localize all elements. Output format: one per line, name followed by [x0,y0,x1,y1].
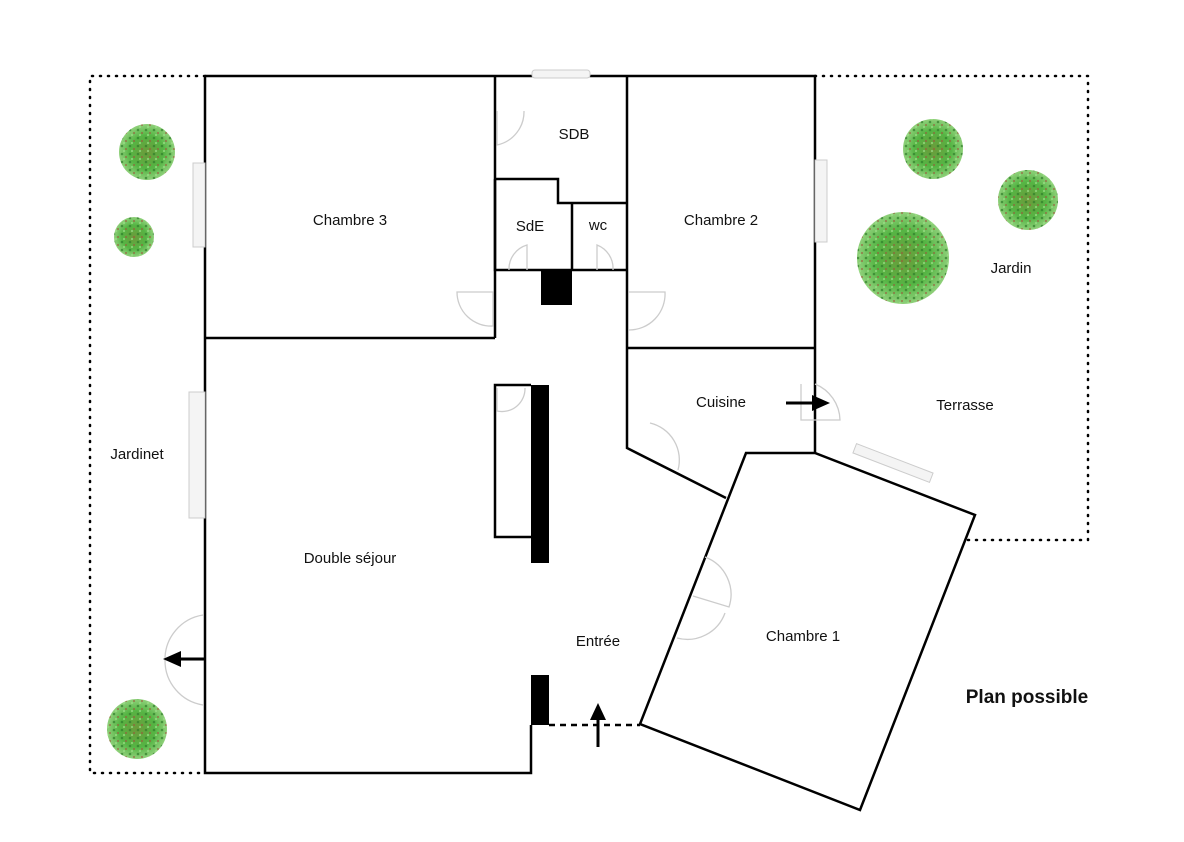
room-label-jardin: Jardin [991,260,1032,277]
room-label-terrasse: Terrasse [936,397,994,414]
trees [107,119,1058,759]
tree-icon [998,170,1058,230]
jardinet-boundary [88,74,207,775]
room-label-wc: wc [588,217,608,234]
plan-title: Plan possible [966,687,1088,708]
room-label-entree: Entrée [576,633,620,650]
room-label-sdb: SDB [559,126,590,143]
arrow-left-icon [163,651,205,667]
tree-icon [114,217,154,257]
room-label-cuisine: Cuisine [696,394,746,411]
jardin-boundary [813,74,1090,542]
room-label-chambre3: Chambre 3 [313,212,387,229]
tree-icon [107,699,167,759]
doors [164,110,841,706]
entry-arrows [163,395,830,747]
room-label-chambre2: Chambre 2 [684,212,758,229]
room-label-jardinet: Jardinet [110,446,164,463]
tree-icon [903,119,963,179]
arrow-right-icon [786,395,830,411]
room-label-double-sejour: Double séjour [304,550,397,567]
arrow-up-icon [590,703,606,747]
chambre1-walls [638,451,977,812]
walls [203,74,977,812]
tree-icon [857,212,949,304]
room-label-sde: SdE [516,218,544,235]
tree-icon [119,124,175,180]
windows [188,69,934,519]
room-label-chambre1: Chambre 1 [766,628,840,645]
